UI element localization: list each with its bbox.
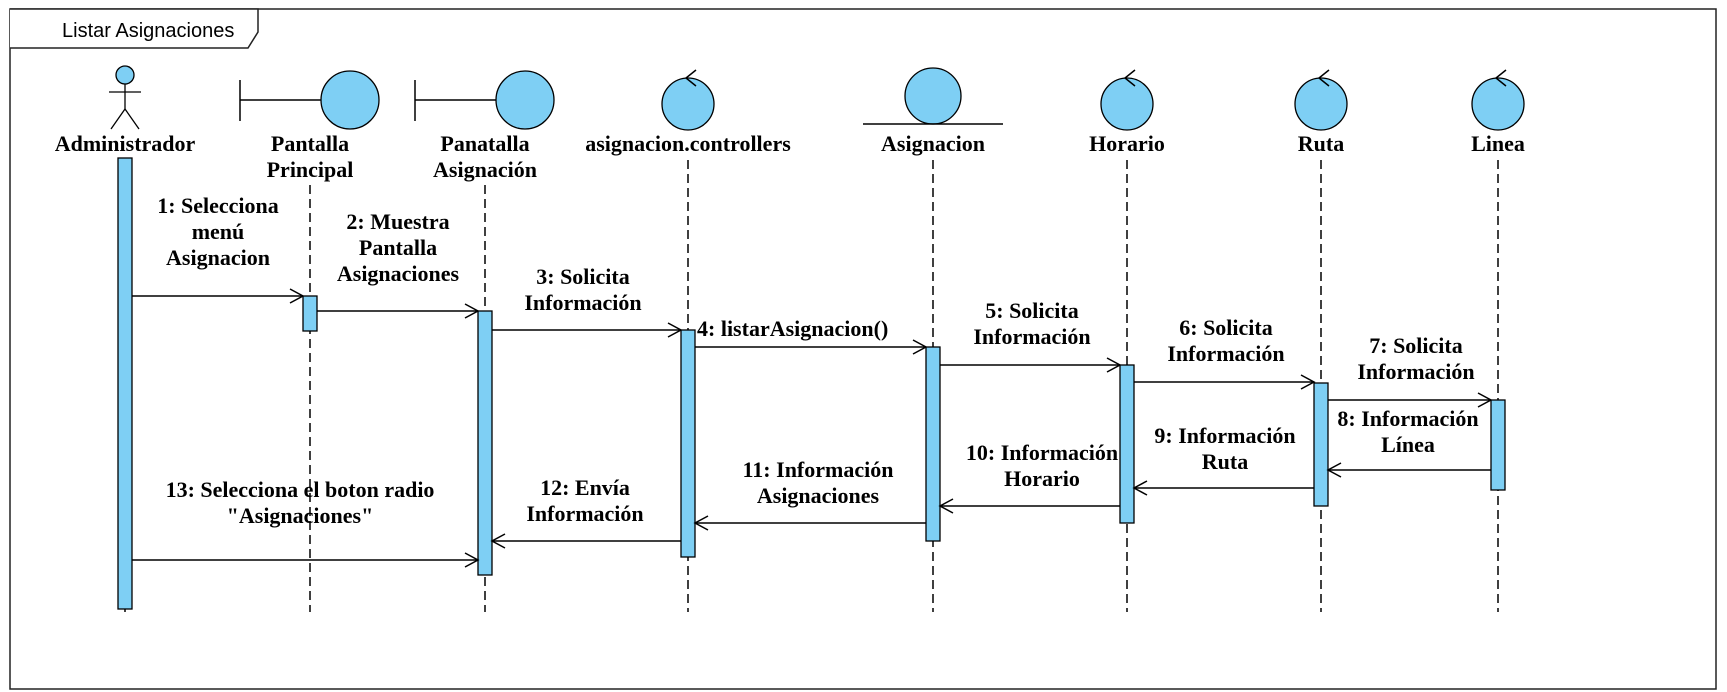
message-label-7: Información — [1357, 359, 1474, 384]
message-label-8: 8: Información — [1337, 406, 1478, 431]
message-label-2: Pantalla — [359, 235, 437, 260]
lifeline-boundary-icon — [239, 70, 380, 130]
message-label-5: Información — [973, 324, 1090, 349]
activation-bar-3 — [680, 329, 696, 558]
message-label-11: 11: Información — [743, 457, 894, 482]
lifeline-boundary-icon — [414, 70, 555, 130]
message-label-6: Información — [1167, 341, 1284, 366]
message-label-3: 3: Solicita — [536, 264, 630, 289]
message-label-1: 1: Selecciona — [157, 193, 279, 218]
lifeline-name-1: Principal — [267, 157, 354, 182]
lifeline-name-7: Linea — [1471, 131, 1525, 156]
message-label-12: Información — [526, 501, 643, 526]
activation-bar-7 — [1490, 399, 1506, 491]
message-label-3: Información — [524, 290, 641, 315]
activation-bar-4 — [925, 346, 941, 542]
lifeline-name-1: Pantalla — [271, 131, 349, 156]
lifeline-name-4: Asignacion — [881, 131, 985, 156]
lifeline-name-2: Panatalla — [440, 131, 529, 156]
message-label-9: Ruta — [1202, 449, 1248, 474]
frame-border — [9, 8, 1717, 690]
lifeline-name-0: Administrador — [55, 131, 196, 156]
lifeline-control-icon — [1294, 69, 1348, 131]
message-label-8: Línea — [1381, 432, 1435, 457]
message-label-2: Asignaciones — [337, 261, 460, 286]
lifeline-control-icon — [1471, 69, 1525, 131]
lifeline-actor-icon — [109, 65, 141, 130]
frame-title: Listar Asignaciones — [62, 20, 234, 42]
message-label-10: 10: Información — [966, 440, 1118, 465]
activation-bar-1 — [302, 295, 318, 332]
message-label-1: Asignacion — [166, 245, 270, 270]
lifeline-control-icon — [1100, 69, 1154, 131]
message-label-10: Horario — [1004, 466, 1080, 491]
activation-bar-6 — [1313, 382, 1329, 507]
message-label-5: 5: Solicita — [985, 298, 1079, 323]
message-label-12: 12: Envía — [540, 475, 630, 500]
message-label-6: 6: Solicita — [1179, 315, 1273, 340]
message-label-2: 2: Muestra — [346, 209, 449, 234]
message-label-13: 13: Selecciona el boton radio — [166, 477, 435, 502]
message-label-13: "Asignaciones" — [227, 503, 374, 528]
message-label-7: 7: Solicita — [1369, 333, 1463, 358]
lifeline-name-6: Ruta — [1298, 131, 1344, 156]
message-label-4: 4: listarAsignacion() — [697, 316, 888, 341]
frame-title-tab — [10, 8, 259, 49]
lifeline-entity-icon — [863, 67, 1003, 125]
message-label-11: Asignaciones — [757, 483, 880, 508]
activation-bar-2 — [477, 310, 493, 576]
activation-bar-0 — [117, 157, 133, 610]
lifeline-name-3: asignacion.controllers — [585, 131, 791, 156]
message-label-9: 9: Información — [1154, 423, 1295, 448]
lifeline-name-2: Asignación — [433, 157, 537, 182]
activation-bar-5 — [1119, 364, 1135, 524]
message-label-1: menú — [192, 219, 245, 244]
lifeline-name-5: Horario — [1089, 131, 1165, 156]
lifeline-control-icon — [661, 69, 715, 131]
